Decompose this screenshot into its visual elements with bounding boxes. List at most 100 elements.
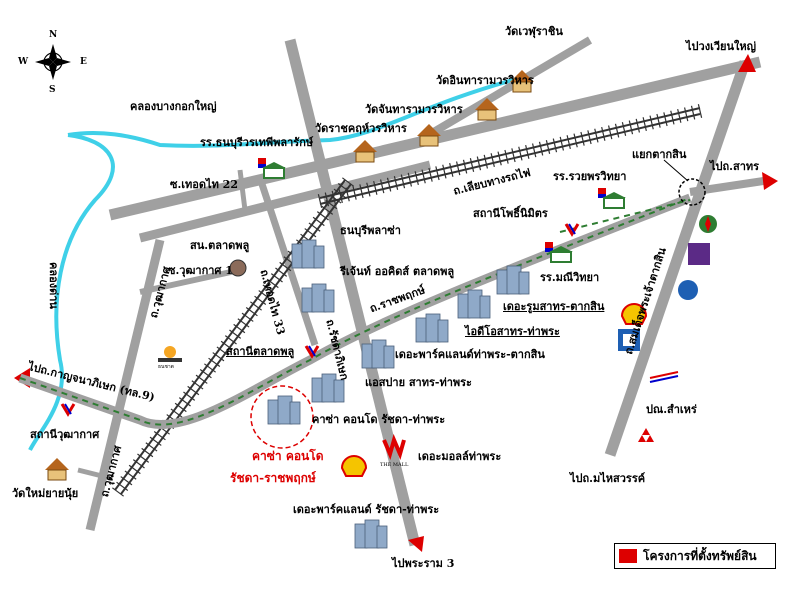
railway-tie	[566, 135, 571, 150]
railway-tie	[342, 177, 354, 187]
railway-tie	[670, 110, 675, 125]
railway-tie	[628, 120, 634, 135]
compass-rose-icon	[35, 44, 71, 80]
label-soi-thoet-thai: ซ.เทอดไท 22	[170, 178, 238, 191]
road-taksin-sathorn	[689, 176, 771, 196]
compass-s: S	[49, 85, 56, 95]
railway-upper-ties	[317, 104, 703, 208]
label-mall-logo: THE MALL	[380, 462, 409, 468]
railway-tie	[174, 402, 187, 413]
condo-building-icon	[311, 373, 345, 403]
condo-building-icon	[496, 265, 530, 295]
label-the-mall: เดอะมอลล์ท่าพระ	[418, 450, 502, 463]
railway-tie	[145, 442, 158, 452]
railway-tie	[449, 162, 454, 177]
railway-tie	[116, 481, 129, 492]
railway-tie	[621, 122, 627, 136]
railway-tie	[337, 182, 350, 193]
railway-tie	[204, 363, 216, 373]
railway-tie	[373, 180, 378, 195]
school-icon	[598, 188, 626, 209]
train-station-icon	[564, 223, 580, 237]
railway-tie	[224, 335, 237, 345]
label-parkland-ratchada: เดอะพาร์คแลนด์ รัชดา-ท่าพระ	[293, 503, 440, 516]
temple-icon	[417, 124, 441, 147]
railway-tie	[250, 301, 262, 311]
railway-tie	[338, 189, 343, 204]
railway-tie	[366, 182, 371, 197]
railway-tie	[525, 144, 530, 159]
label-casa: คาซ่า คอนโด รัชดา-ท่าพระ	[312, 413, 446, 426]
railway-tie	[120, 476, 133, 486]
railway-tie	[245, 306, 258, 317]
mitsubishi-logo	[638, 428, 654, 442]
railway-tie	[220, 340, 233, 351]
railway-tie	[497, 151, 502, 166]
train-station-icon	[60, 403, 76, 417]
railway-tie	[400, 174, 406, 189]
railway-tie	[316, 211, 329, 221]
railway-tie	[325, 199, 338, 210]
railway-tie	[504, 149, 509, 164]
condo-building-icon	[361, 339, 395, 369]
railway-tie	[333, 188, 346, 198]
railway-tie	[531, 143, 537, 158]
railway-tie	[587, 130, 592, 145]
railway-tie	[649, 115, 654, 130]
railway-tie	[312, 216, 325, 227]
thanachart-logo	[158, 344, 182, 362]
label-parkland-taksin: เดอะพาร์คแลนด์ท่าพระ-ตากสิน	[395, 348, 545, 361]
legend-swatch	[619, 549, 637, 563]
railway-tie	[642, 117, 647, 132]
label-regent: รีเจ้นท์ ออคิดส์ ตลาดพลู	[340, 265, 455, 278]
railway-tie	[241, 312, 254, 322]
condo-building-icon	[354, 519, 388, 549]
railway-tie	[573, 133, 578, 148]
road-soi-thoet-thai-22	[237, 169, 248, 211]
railway-diagonal	[114, 179, 352, 495]
yaek-taksin-marker	[678, 178, 706, 206]
road-wongwian-north	[417, 36, 593, 144]
railway-tie	[128, 464, 141, 475]
railway-tie	[614, 123, 620, 138]
label-to-sathorn: ไปถ.สาทร	[710, 160, 760, 173]
railway-tie	[262, 284, 275, 294]
railway-tie	[229, 329, 242, 339]
railway-tie	[580, 131, 585, 146]
railway-tie	[153, 430, 166, 441]
condo-building-icon	[291, 239, 325, 269]
railway-tie	[414, 171, 419, 186]
railway-tie	[183, 391, 196, 401]
railway-tie	[187, 385, 200, 396]
arrow-wongwian	[738, 54, 756, 72]
the-mall-logo	[382, 434, 406, 460]
label-post-office: ปณ.สำเหร่	[646, 403, 697, 416]
railway-tie	[124, 470, 137, 480]
canal-khlong-dan	[28, 133, 115, 451]
label-aspire: แอสปาย สาทร-ท่าพระ	[365, 376, 472, 389]
railway-tie	[559, 136, 565, 151]
label-talat-phlu-station: สถานีตลาดพลู	[226, 345, 295, 358]
compass-n: N	[49, 30, 58, 40]
label-project-line1: คาซ่า คอนโด	[252, 449, 324, 463]
label-wat-yai: วัดใหม่ยายนุ้ย	[12, 487, 79, 500]
railway-tie	[199, 368, 212, 379]
railway-tie	[137, 453, 150, 463]
label-bank-logo: ธนชาต	[158, 364, 174, 370]
label-the-room: เดอะรูมสาทร-ตากสิน	[503, 300, 605, 313]
railway-tie	[386, 177, 392, 192]
railway-tie	[141, 447, 154, 458]
bbl-bank-logo	[678, 280, 698, 300]
railway-tie	[237, 318, 250, 328]
road-thoet-thai	[256, 176, 319, 347]
train-station-icon	[304, 345, 320, 359]
map-legend: โครงการที่ตั้งทรัพย์สิน	[614, 543, 776, 569]
condo-building-icon	[457, 289, 491, 319]
label-to-mahaisawan: ไปถ.มไหสวรรค์	[570, 472, 646, 485]
road-taksin	[604, 60, 751, 457]
railway-tie	[690, 105, 696, 120]
label-to-wongwian: ไปวงเวียนใหญ่	[686, 40, 756, 53]
railway-tie	[469, 158, 475, 172]
railway-tie	[428, 167, 433, 182]
